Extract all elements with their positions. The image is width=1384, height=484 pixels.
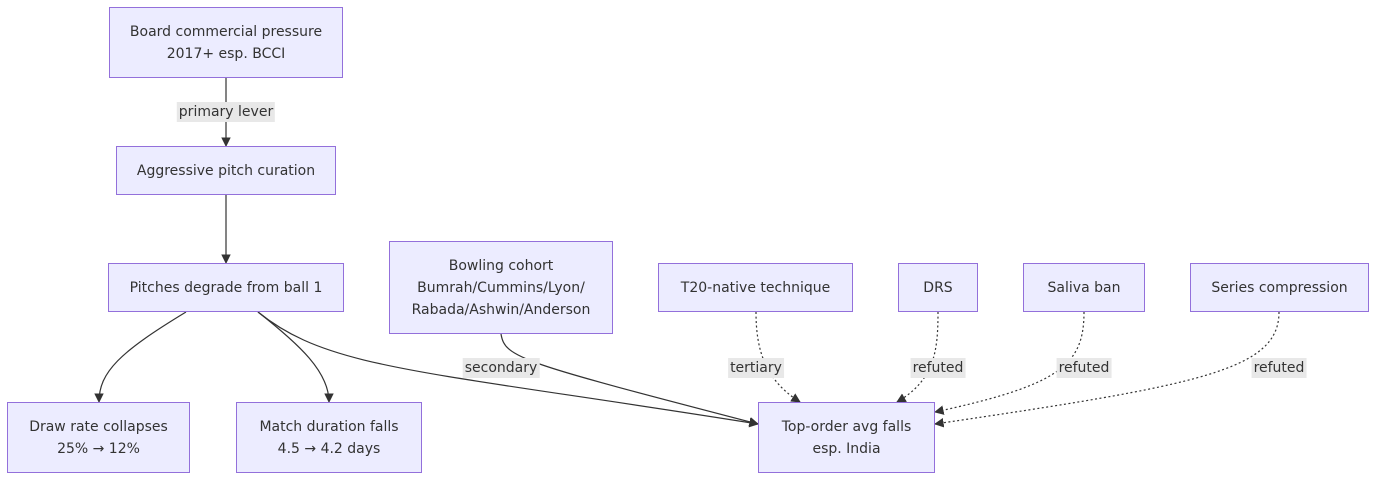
node-saliva-ban: Saliva ban	[1023, 263, 1145, 312]
node-series-compression: Series compression	[1190, 263, 1369, 312]
node-draw-rate: Draw rate collapses 25% → 12%	[7, 402, 190, 473]
node-text-line: Bowling cohort	[448, 257, 554, 274]
node-text-line: Rabada/Ashwin/Anderson	[411, 301, 591, 318]
node-text-line: Draw rate collapses	[29, 418, 168, 435]
edge-bowling_cohort-to-top_order	[500, 333, 759, 427]
node-text-line: DRS	[923, 279, 953, 296]
edge-label-refuted-drs: refuted	[910, 358, 966, 378]
edge-label-refuted-series: refuted	[1251, 358, 1307, 378]
node-text-line: Top-order avg falls	[781, 418, 912, 435]
edge-label-secondary: secondary	[462, 358, 540, 378]
node-text-line: Aggressive pitch curation	[136, 162, 316, 179]
node-text-line: esp. India	[812, 440, 881, 457]
node-text-line: 4.5 → 4.2 days	[277, 440, 381, 457]
node-drs: DRS	[898, 263, 978, 312]
edge-drs-to-top_order	[896, 311, 939, 403]
edge-series-to-top_order	[934, 311, 1280, 428]
edge-pitches_degrade-to-top_order	[257, 311, 759, 428]
node-text-line: Board commercial pressure	[129, 23, 323, 40]
node-match-duration: Match duration falls 4.5 → 4.2 days	[236, 402, 422, 473]
node-t20-technique: T20-native technique	[658, 263, 853, 312]
node-text-line: Match duration falls	[259, 418, 399, 435]
edge-label-refuted-saliva: refuted	[1056, 358, 1112, 378]
node-board-pressure: Board commercial pressure 2017+ esp. BCCI	[109, 7, 343, 78]
node-pitches-degrade: Pitches degrade from ball 1	[108, 263, 344, 312]
edge-pitches_degrade-to-duration	[257, 311, 334, 403]
edge-label-primary-lever: primary lever	[176, 102, 276, 122]
node-text-line: Bumrah/Cummins/Lyon/	[417, 279, 585, 296]
edge-pitches_degrade-to-draw_rate	[94, 311, 187, 403]
edge-label-tertiary: tertiary	[728, 358, 784, 378]
edge-t20-to-top_order	[755, 311, 801, 403]
node-text-line: 2017+ esp. BCCI	[166, 45, 286, 62]
node-text-line: Series compression	[1211, 279, 1348, 296]
node-text-line: Pitches degrade from ball 1	[129, 279, 323, 296]
node-pitch-curation: Aggressive pitch curation	[116, 146, 336, 195]
node-text-line: T20-native technique	[680, 279, 831, 296]
node-text-line: Saliva ban	[1047, 279, 1121, 296]
edge-saliva-to-top_order	[934, 311, 1085, 415]
node-text-line: 25% → 12%	[57, 440, 140, 457]
node-top-order: Top-order avg falls esp. India	[758, 402, 935, 473]
